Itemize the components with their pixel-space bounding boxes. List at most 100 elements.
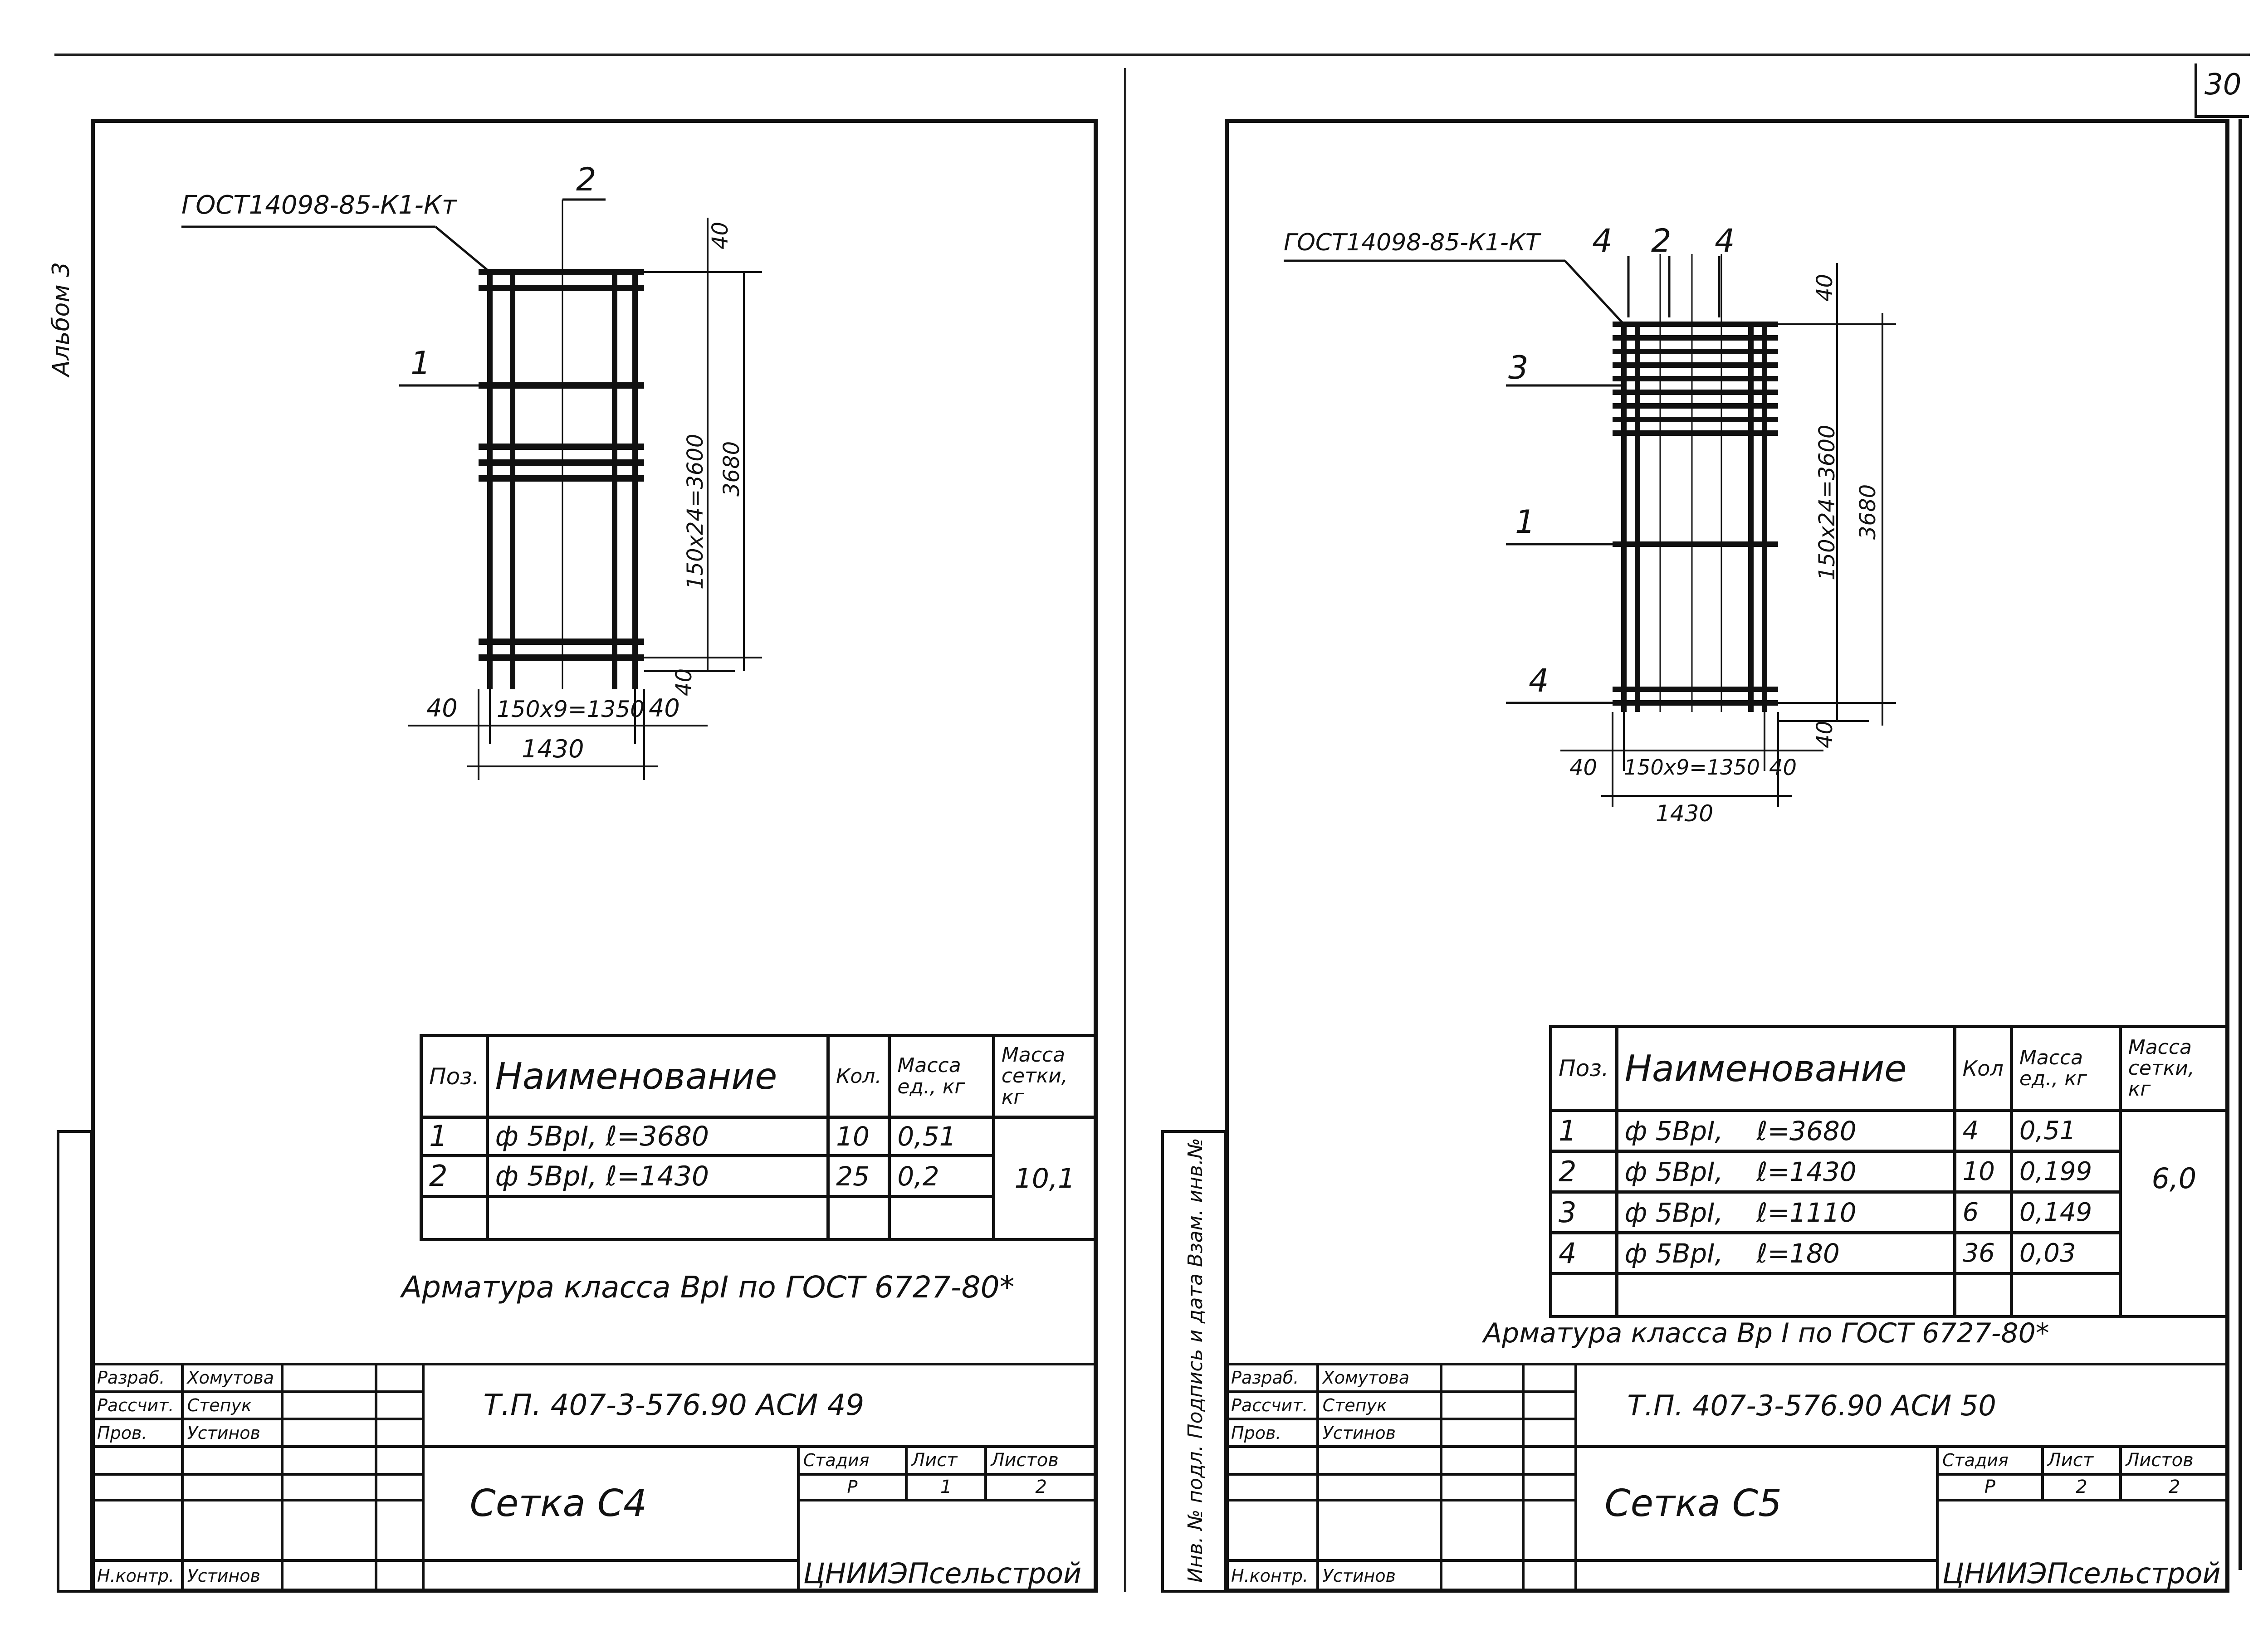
tb-role: Пров. — [1225, 1418, 1319, 1448]
spec-cell-mass: 0,03 — [2009, 1231, 2122, 1275]
left-mesh-cross-bars — [479, 269, 644, 661]
tb-stage-header: Стадия — [1936, 1445, 2044, 1476]
spec-cell-mass: 0,199 — [2009, 1150, 2122, 1194]
right-dim-top: 40 — [1812, 273, 1838, 302]
left-margin-box — [57, 1130, 93, 1593]
tb-sheets: 2 — [984, 1472, 1098, 1502]
spec-header-mass-unit: Масса ед., кг — [888, 1034, 995, 1119]
spec-header-mass-net: Масса сетки, кг — [2118, 1025, 2230, 1112]
left-spec-table: Поз. Наименование Кол. Масса ед., кг Мас… — [420, 1034, 1098, 1241]
top-rule — [54, 54, 2250, 56]
tb-sheet: 1 — [905, 1472, 987, 1502]
right-mesh-cross-bars — [1613, 322, 1778, 706]
right-pos-4b: 4 — [1715, 222, 1735, 259]
tb-code: Т.П. 407-3-576.90 АСИ 50 — [1574, 1362, 2229, 1448]
spec-cell-total: 6,0 — [2118, 1109, 2230, 1318]
spec-cell-name: ф 5ВрI, ℓ=3680 — [1615, 1109, 1956, 1153]
spec-cell-qty: 10 — [1953, 1150, 2013, 1194]
right-dim-height-step: 150x24=3600 — [1814, 424, 1840, 580]
left-dim-height-step: 150x24=3600 — [683, 434, 708, 590]
tb-org: ЦНИИЭПсельстрой — [1936, 1499, 2229, 1593]
center-divider — [1124, 68, 1126, 1592]
right-spec-table: Поз. Наименование Кол Масса ед., кг Масс… — [1549, 1025, 2230, 1318]
tb-signature — [281, 1363, 378, 1393]
left-dim-height-total: 3680 — [719, 441, 744, 497]
right-note: Арматура класса Вр I по ГОСТ 6727-80* — [1483, 1317, 2049, 1349]
tb-role: Н.контр. — [1225, 1559, 1319, 1593]
left-dim-left: 40 — [426, 694, 458, 722]
tb-role: Разраб. — [1225, 1363, 1319, 1393]
right-dim-left: 40 — [1569, 755, 1598, 780]
left-dim-width-step: 150x9=1350 — [497, 696, 645, 722]
tb-signature — [1439, 1363, 1525, 1393]
spec-cell-mass: 0,2 — [888, 1154, 995, 1198]
tb-person: Степук — [181, 1390, 284, 1421]
tb-sheet-header: Лист — [905, 1445, 987, 1476]
right-pos-4c: 4 — [1529, 662, 1549, 699]
tb-stage: Р — [797, 1472, 908, 1502]
left-note: Арматура класса ВрI по ГОСТ 6727-80* — [401, 1270, 1015, 1305]
right-pos-2: 2 — [1651, 222, 1672, 259]
tb-role: Н.контр. — [91, 1559, 184, 1593]
spec-header-mass-net: Масса сетки, кг — [992, 1034, 1098, 1119]
tb-stage-header: Стадия — [797, 1445, 908, 1476]
spec-header-pos: Поз. — [1549, 1025, 1618, 1112]
spec-cell-mass: 0,51 — [888, 1116, 995, 1157]
right-dim-bottom: 40 — [1812, 720, 1838, 748]
tb-sheets: 2 — [2119, 1472, 2229, 1502]
spec-header-qty: Кол. — [826, 1034, 891, 1119]
tb-code: Т.П. 407-3-576.90 АСИ 49 — [421, 1362, 1098, 1448]
left-pos-1: 1 — [411, 345, 431, 382]
right-pos-1: 1 — [1515, 503, 1535, 541]
right-title-block: Разраб. Хомутова Т.П. 407-3-576.90 АСИ 5… — [1225, 1362, 2229, 1593]
tb-name: Сетка С5 — [1574, 1445, 1939, 1562]
spec-cell-pos: 4 — [1549, 1231, 1618, 1275]
spec-cell-qty: 25 — [826, 1154, 891, 1198]
tb-role: Рассчит. — [1225, 1390, 1319, 1421]
left-gost-label: ГОСТ14098-85-К1-Кт — [181, 190, 457, 220]
spec-header-name: Наименование — [1615, 1025, 1956, 1112]
left-pos-2: 2 — [576, 161, 596, 198]
spec-cell-pos: 2 — [1549, 1150, 1618, 1194]
tb-sheets-header: Листов — [984, 1445, 1098, 1476]
right-pos-4a: 4 — [1592, 222, 1613, 259]
spec-cell-name: ф 5ВрI, ℓ=3680 — [485, 1116, 830, 1157]
spec-cell-mass: 0,51 — [2009, 1109, 2122, 1153]
spec-header-qty: Кол — [1953, 1025, 2013, 1112]
spec-cell-pos: 1 — [420, 1116, 489, 1157]
left-dim-bottom: 40 — [671, 668, 697, 696]
tb-person: Устинов — [181, 1559, 284, 1593]
tb-person: Хомутова — [181, 1363, 284, 1393]
right-edge-mark — [2239, 119, 2242, 1570]
spec-cell-qty: 6 — [1953, 1190, 2013, 1234]
tb-name: Сетка С4 — [421, 1445, 800, 1562]
spec-cell-pos: 3 — [1549, 1190, 1618, 1234]
right-margin-stamp — [1161, 1130, 1227, 1593]
spec-cell-mass: 0,149 — [2009, 1190, 2122, 1234]
left-dim-width-total: 1430 — [522, 735, 584, 763]
tb-role: Рассчит. — [91, 1390, 184, 1421]
tb-person: Хомутова — [1316, 1363, 1442, 1393]
right-dim-width-step: 150x9=1350 — [1624, 755, 1760, 780]
spec-cell-name: ф 5ВрI, ℓ=1430 — [485, 1154, 830, 1198]
tb-person: Устинов — [1316, 1559, 1442, 1593]
left-dim-right: 40 — [649, 694, 680, 722]
spec-cell-name: ф 5ВрI, ℓ=180 — [1615, 1231, 1956, 1275]
spec-cell-qty: 10 — [826, 1116, 891, 1157]
tb-person: Степук — [1316, 1390, 1442, 1421]
spec-header-name: Наименование — [485, 1034, 830, 1119]
spec-cell-total: 10,1 — [992, 1116, 1098, 1241]
tb-sheets-header: Листов — [2119, 1445, 2229, 1476]
spec-cell-qty: 4 — [1953, 1109, 2013, 1153]
page-number-box — [2195, 63, 2249, 118]
spec-cell-pos: 1 — [1549, 1109, 1618, 1153]
right-dim-height-total: 3680 — [1855, 484, 1881, 540]
spec-header-mass-unit: Масса ед., кг — [2009, 1025, 2122, 1112]
right-dim-width-total: 1430 — [1656, 800, 1714, 827]
spec-cell-name: ф 5ВрI, ℓ=1110 — [1615, 1190, 1956, 1234]
page-number: 30 — [2204, 68, 2242, 102]
spec-cell-qty: 36 — [1953, 1231, 2013, 1275]
spec-header-pos: Поз. — [420, 1034, 489, 1119]
tb-org: ЦНИИЭПсельстрой — [797, 1499, 1098, 1593]
